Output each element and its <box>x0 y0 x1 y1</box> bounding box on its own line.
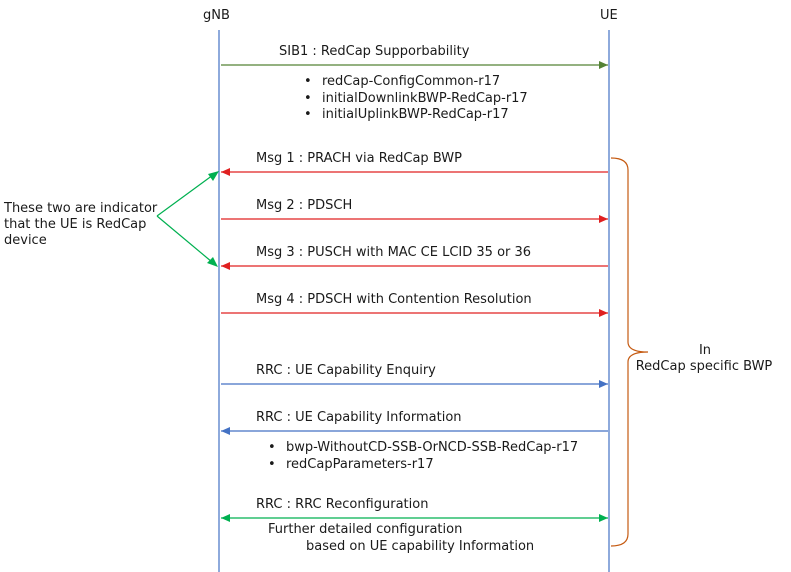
indicator-arrowhead-msg1 <box>208 171 219 181</box>
indicator-arrowhead-msg3 <box>207 257 218 267</box>
message-label-msg4: Msg 4 : PDSCH with Contention Resolution <box>256 292 532 307</box>
arrowhead-cap-enquiry <box>599 380 608 388</box>
arrowhead-reconfig <box>221 514 230 522</box>
arrowhead-msg3 <box>221 262 230 270</box>
capability-item: • redCapParameters-r17 <box>268 457 434 473</box>
indicator-arrows <box>156 171 219 267</box>
indicator-note: These two are indicator that the UE is R… <box>4 201 157 249</box>
arrowhead-msg1 <box>221 168 230 176</box>
sib1-item-text: redCap-ConfigCommon-r17 <box>322 74 501 89</box>
capability-item: • bwp-WithoutCD-SSB-OrNCD-SSB-RedCap-r17 <box>268 440 578 456</box>
sib1-item: • initialUplinkBWP-RedCap-r17 <box>304 107 509 123</box>
redcap-bwp-bracket <box>610 157 649 547</box>
sib1-item: • redCap-ConfigCommon-r17 <box>304 74 500 90</box>
gnb-header: gNB <box>203 8 230 23</box>
capability-item-text: redCapParameters-r17 <box>286 457 434 472</box>
redcap-bwp-note-line: RedCap specific BWP <box>635 359 773 374</box>
indicator-arrow-msg3 <box>156 215 213 263</box>
bullet-glyph: • <box>304 91 312 106</box>
message-label-sib1: SIB1 : RedCap Supporbability <box>279 44 470 59</box>
sib1-item-text: initialDownlinkBWP-RedCap-r17 <box>322 91 528 106</box>
bullet-glyph: • <box>304 107 312 122</box>
indicator-note-line: that the UE is RedCap <box>4 217 147 232</box>
message-label-msg3: Msg 3 : PUSCH with MAC CE LCID 35 or 36 <box>256 245 532 260</box>
indicator-arrow-msg1 <box>156 174 214 217</box>
message-label-msg1: Msg 1 : PRACH via RedCap BWP <box>256 151 462 166</box>
indicator-note-line: These two are indicator <box>4 201 158 216</box>
bullet-glyph: • <box>268 440 276 455</box>
capability-item-text: bwp-WithoutCD-SSB-OrNCD-SSB-RedCap-r17 <box>286 440 579 455</box>
message-label-cap-enquiry: RRC : UE Capability Enquiry <box>256 363 436 378</box>
message-label-cap-info: RRC : UE Capability Information <box>256 410 462 425</box>
arrowhead-msg2 <box>599 215 608 223</box>
reconfig-note-line: based on UE capability Information <box>306 539 535 554</box>
arrowhead-msg4 <box>599 309 608 317</box>
redcap-bwp-note: In RedCap specific BWP <box>634 343 774 375</box>
arrowhead-reconfig <box>599 514 608 522</box>
bullet-glyph: • <box>304 74 312 89</box>
bullet-glyph: • <box>268 457 276 472</box>
sib1-item: • initialDownlinkBWP-RedCap-r17 <box>304 91 528 107</box>
sib1-item-text: initialUplinkBWP-RedCap-r17 <box>322 107 509 122</box>
arrowhead-sib1 <box>599 61 608 69</box>
message-label-reconfig: RRC : RRC Reconfiguration <box>256 497 429 512</box>
ue-header: UE <box>600 8 618 23</box>
reconfig-note-line: Further detailed configuration <box>268 522 463 537</box>
indicator-note-line: device <box>4 233 47 248</box>
redcap-bwp-note-line: In <box>698 343 712 358</box>
message-arrows <box>221 61 608 522</box>
message-label-msg2: Msg 2 : PDSCH <box>256 198 353 213</box>
arrowhead-cap-info <box>221 427 230 435</box>
